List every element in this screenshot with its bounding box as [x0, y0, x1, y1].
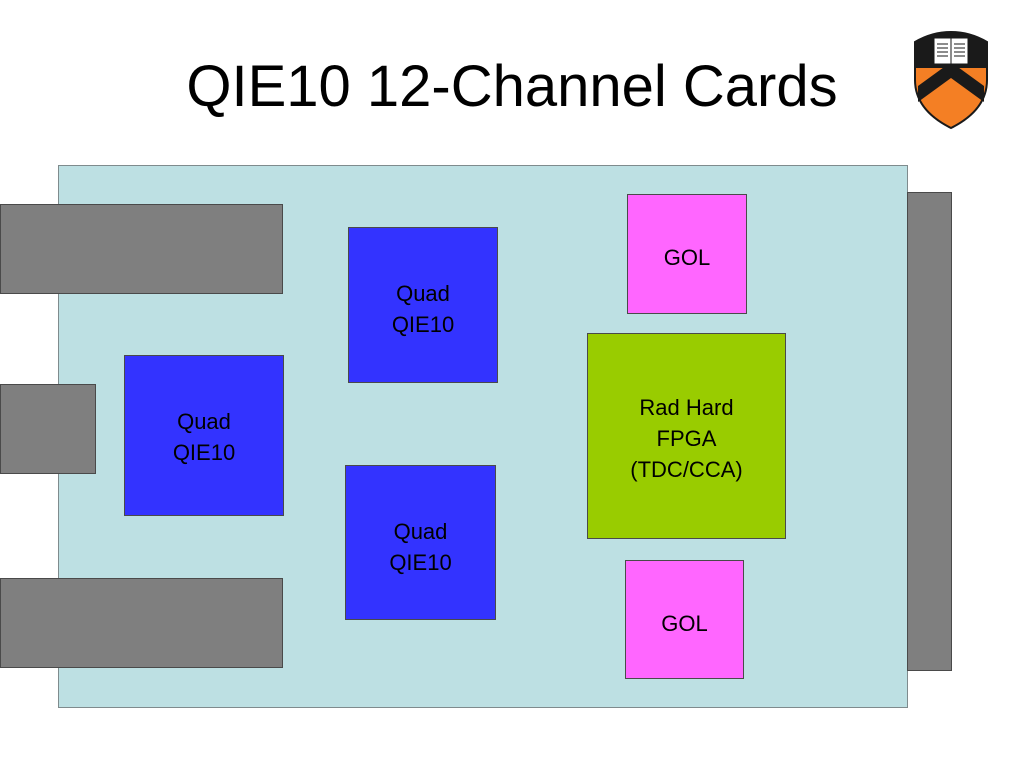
connector-left-top: [0, 204, 283, 294]
connector-left-middle: [0, 384, 96, 474]
connector-left-bottom: [0, 578, 283, 668]
rad-hard-fpga-chip: Rad Hard FPGA (TDC/CCA): [587, 333, 786, 539]
gol-chip-bottom: GOL: [625, 560, 744, 679]
connector-right: [907, 192, 952, 671]
quad-qie10-chip-left: Quad QIE10: [124, 355, 284, 516]
gol-chip-top: GOL: [627, 194, 747, 314]
princeton-shield-icon: [914, 30, 988, 130]
quad-qie10-chip-bottom: Quad QIE10: [345, 465, 496, 620]
slide-title: QIE10 12-Channel Cards: [186, 54, 838, 119]
quad-qie10-chip-top: Quad QIE10: [348, 227, 498, 383]
